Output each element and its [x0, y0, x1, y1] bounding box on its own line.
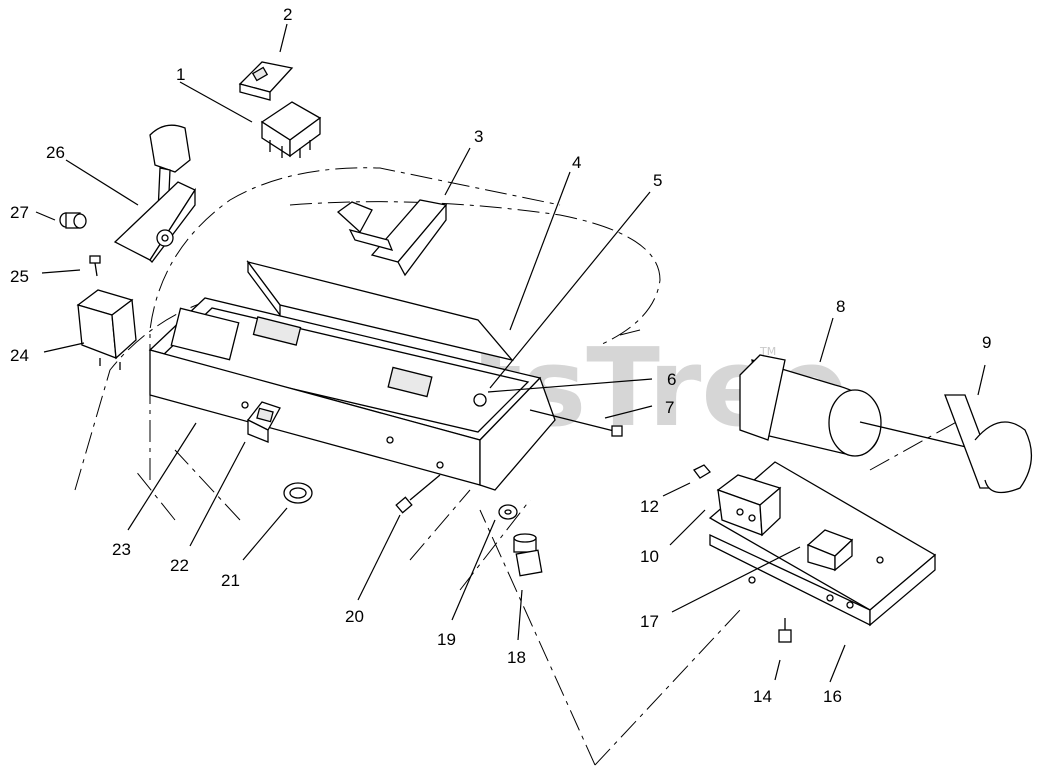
callout-16: 16: [823, 687, 842, 706]
socket-connector: [513, 533, 543, 577]
callout-3: 3: [474, 127, 483, 146]
throttle-slider: [336, 199, 448, 277]
callout-5: 5: [653, 171, 662, 190]
switch-cap: [238, 61, 294, 101]
nut-ring: [283, 482, 313, 504]
callout-18: 18: [507, 648, 526, 667]
strap-bracket: [944, 394, 1033, 494]
bottom-screw: [778, 618, 792, 643]
frame-outline: [74, 167, 961, 766]
solenoid: [716, 474, 782, 537]
callout-19: 19: [437, 630, 456, 649]
callout-1: 1: [176, 65, 185, 84]
callout-17: 17: [640, 612, 659, 631]
callout-6: 6: [667, 370, 676, 389]
callout-21: 21: [221, 571, 240, 590]
watermark-trademark: TM: [759, 345, 776, 358]
callout-2: 2: [283, 5, 292, 24]
callout-4: 4: [572, 153, 581, 172]
leader-lines: [35, 23, 986, 683]
callout-25: 25: [10, 267, 29, 286]
callout-14: 14: [753, 687, 772, 706]
callout-7: 7: [665, 398, 674, 417]
key-switch: [247, 401, 281, 443]
callout-12: 12: [640, 497, 659, 516]
callout-10: 10: [640, 547, 659, 566]
callouts: 1 2 3 4 5 6 7 8 9 10 12 14 16 17 18 19 2…: [10, 5, 991, 706]
long-bolt: [529, 409, 623, 437]
callout-20: 20: [345, 607, 364, 626]
small-screw: [89, 255, 101, 277]
plate-block: [806, 529, 854, 572]
throttle-lever: [113, 124, 196, 263]
bolt: [395, 474, 441, 514]
gasket-plate: [246, 260, 514, 362]
callout-23: 23: [112, 540, 131, 559]
washer: [498, 504, 518, 520]
callout-8: 8: [836, 297, 845, 316]
callout-24: 24: [10, 346, 29, 365]
relay-module: [76, 289, 137, 370]
callout-26: 26: [46, 143, 65, 162]
rocker-switch: [260, 101, 322, 158]
main-panel: [148, 297, 556, 491]
callout-9: 9: [982, 333, 991, 352]
callout-22: 22: [170, 556, 189, 575]
bushing: [59, 212, 87, 229]
small-nut: [693, 464, 711, 479]
callout-27: 27: [10, 203, 29, 222]
hex-nut: [473, 393, 487, 407]
